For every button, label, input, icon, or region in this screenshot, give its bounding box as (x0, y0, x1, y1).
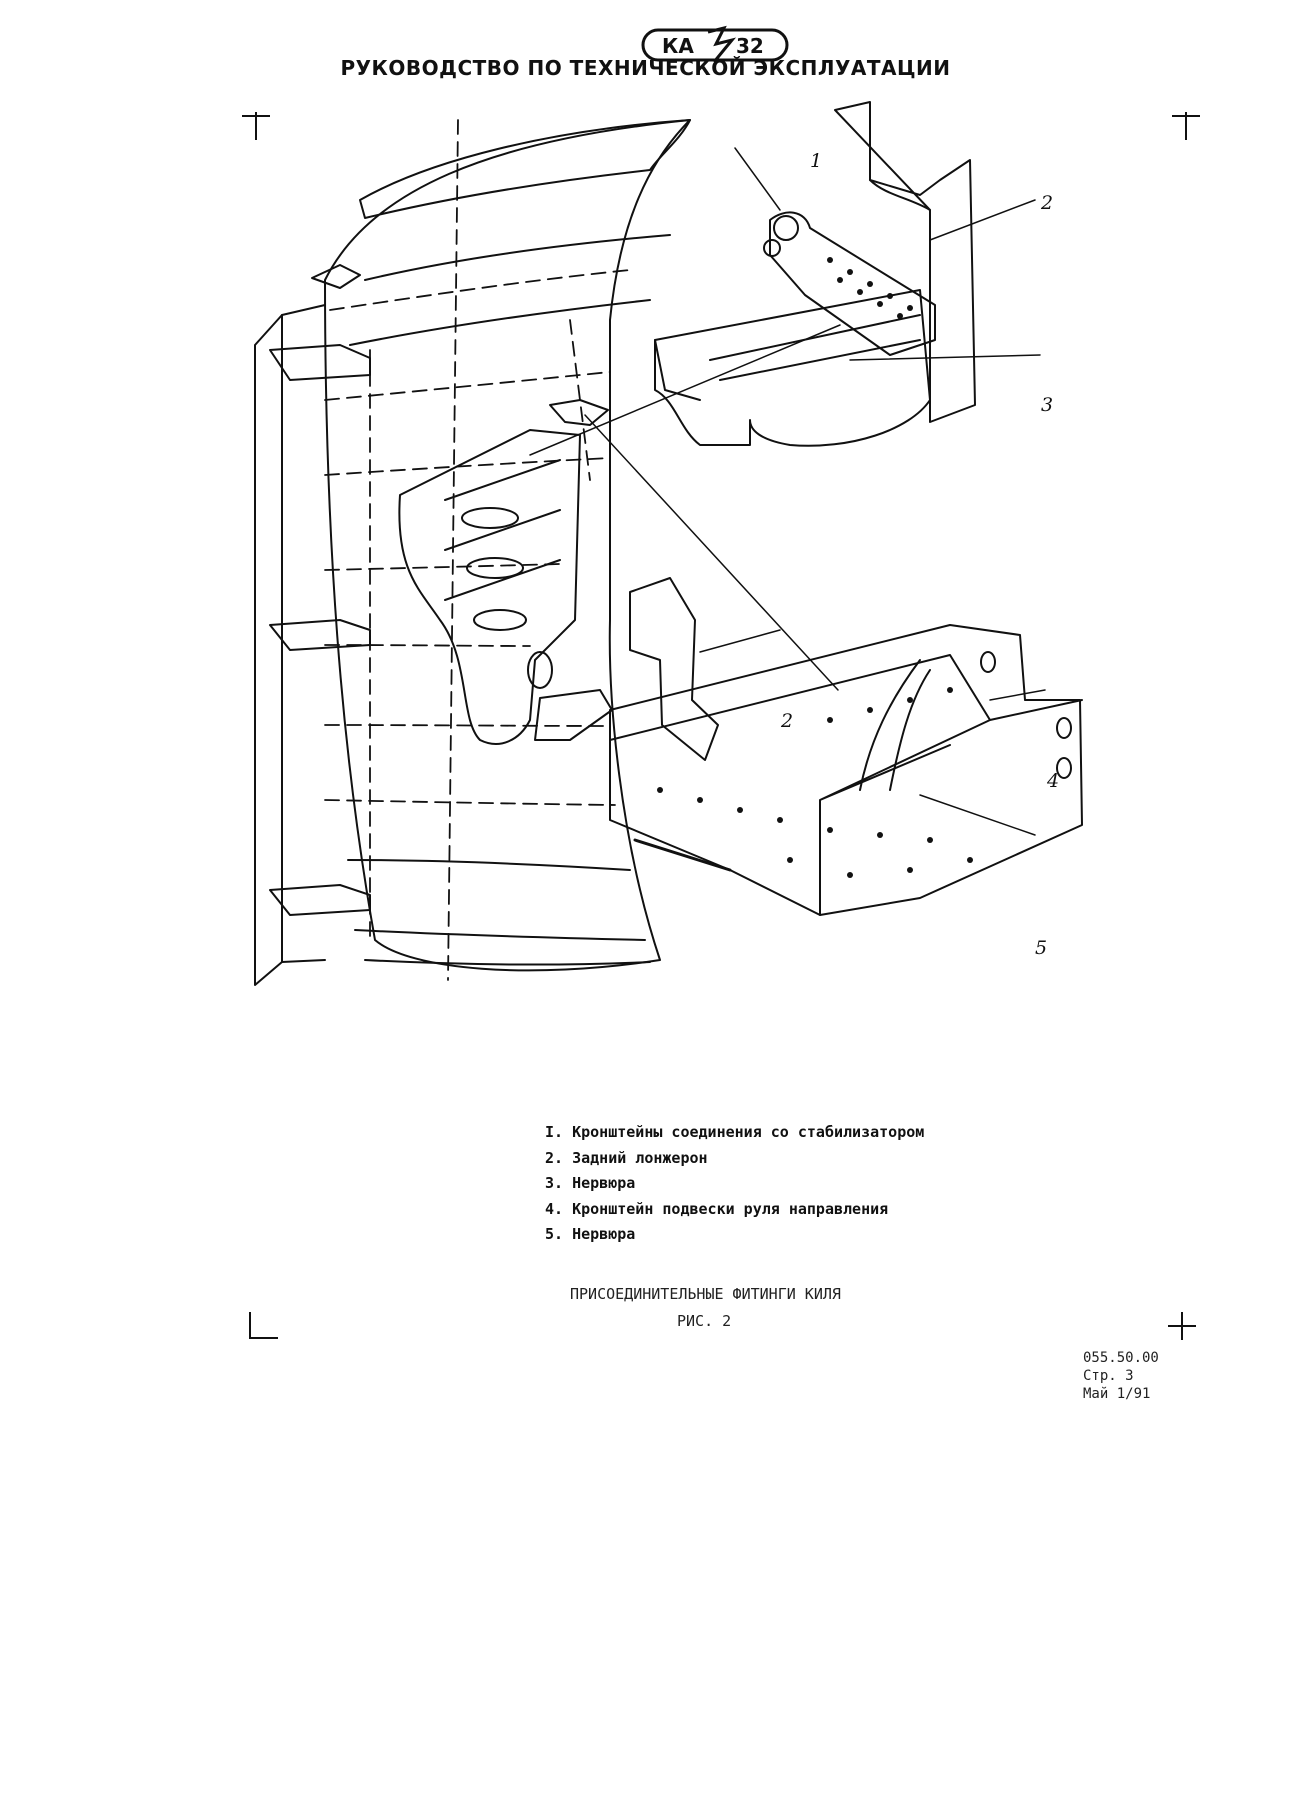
crop-mark-top-left (238, 108, 274, 144)
rib-detail-upper (654, 289, 931, 447)
fitting-upper (549, 399, 609, 426)
revision-date: Май 1/91 (1083, 1386, 1151, 1402)
fitting-mid (534, 689, 613, 741)
legend-item: I. Кронштейны соединения со стабилизатор… (545, 1123, 925, 1141)
legend-item: 5. Нервюра (545, 1225, 636, 1244)
spar-detail-lower (629, 577, 719, 761)
fin-tip-fairing (359, 119, 691, 219)
document-code: 055.50.00 (1083, 1350, 1159, 1366)
manual-title: РУКОВОДСТВО ПО ТЕХНИЧЕСКОЙ ЭКСПЛУАТАЦИИ (340, 56, 951, 80)
hinge-bracket-top (269, 344, 371, 381)
callout-5: 5 (1035, 937, 1048, 959)
callout-3: 3 (1041, 394, 1054, 416)
fin-fittings-illustration (230, 100, 1230, 1090)
legend-item: 2. Задний лонжерон (545, 1148, 708, 1167)
hinge-bracket-bottom (269, 884, 371, 916)
callout-4: 4 (1047, 770, 1060, 792)
figure-number: РИС. 2 (677, 1312, 732, 1330)
document-code-block: 055.50.00 Стр. 3 Май 1/91 (1083, 1349, 1159, 1403)
spar-cutaway (398, 429, 581, 745)
logo-number: 32 (736, 34, 764, 58)
rudder-strip (254, 314, 283, 986)
bracket-detail-upper (769, 211, 936, 356)
crop-mark-bottom-left (244, 1310, 280, 1346)
callout-2-upper: 2 (1041, 192, 1054, 214)
legend-item: 3. Нервюра (545, 1174, 636, 1193)
root-fitting-lower (609, 624, 1083, 916)
legend-item: 4. Кронштейн подвески руля направления (545, 1199, 889, 1218)
ka32-logo: КА 32 (640, 22, 790, 68)
crop-mark-bottom-right (1164, 1310, 1200, 1346)
spar-detail-upper (834, 101, 976, 423)
figure-legend: I. Кронштейны соединения со стабилизатор… (545, 1120, 924, 1248)
figure-caption: ПРИСОЕДИНИТЕЛЬНЫЕ ФИТИНГИ КИЛЯ (570, 1285, 841, 1303)
logo-text: КА (662, 34, 694, 58)
callout-1: 1 (810, 150, 823, 172)
callout-2-lower: 2 (781, 710, 794, 732)
crop-mark-top-right (1168, 108, 1204, 144)
fin-outline (324, 119, 691, 972)
page-number: Стр. 3 (1083, 1368, 1134, 1384)
